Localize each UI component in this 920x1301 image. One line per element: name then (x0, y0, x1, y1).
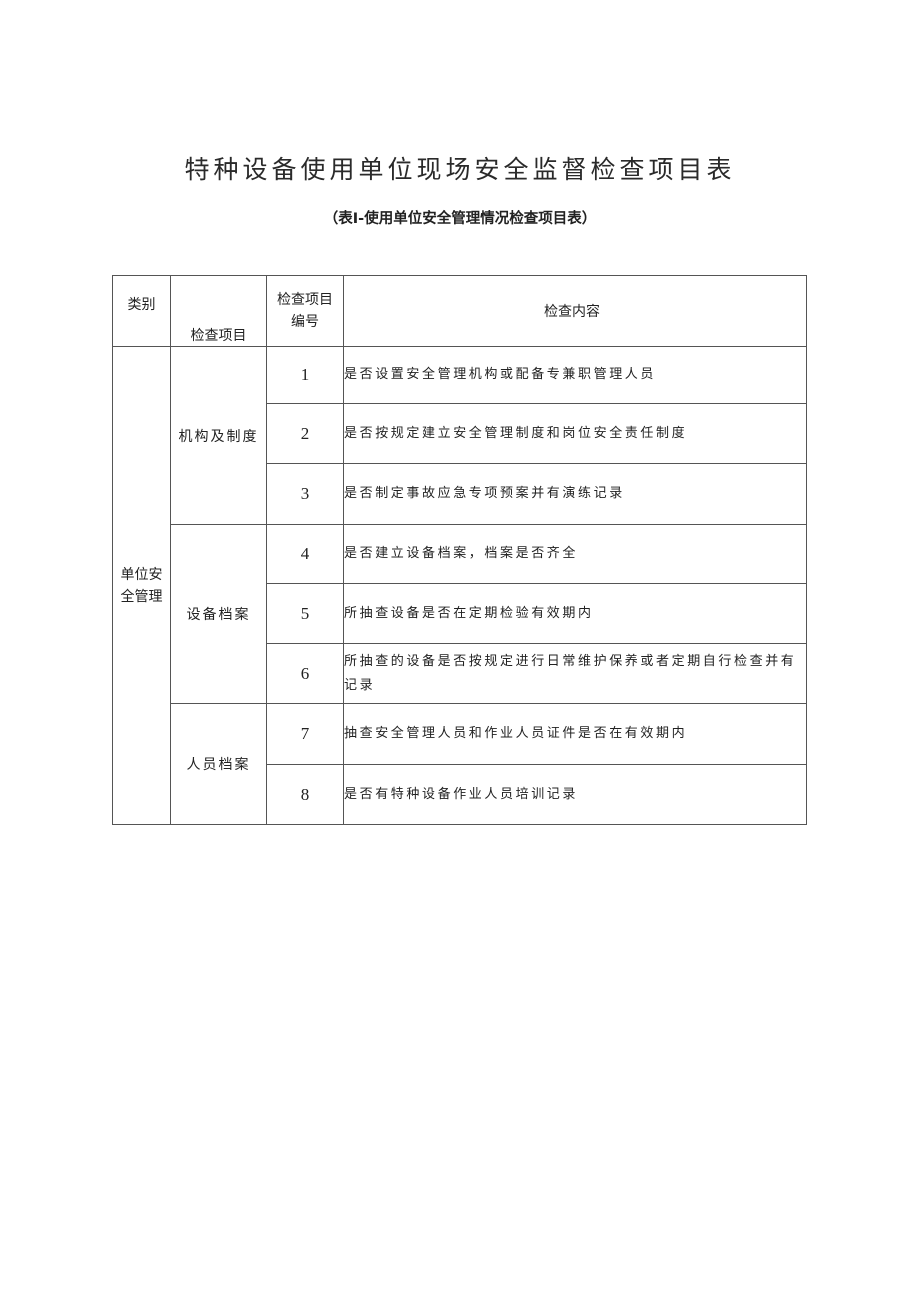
header-number: 检查项目 编号 (266, 275, 344, 347)
header-number-line2: 编号 (291, 314, 319, 330)
table-row: 8 是否有特种设备作业人员培训记录 (113, 764, 807, 825)
content-cell: 所抽查设备是否在定期检验有效期内 (343, 583, 807, 644)
number-cell: 7 (266, 703, 344, 765)
header-item: 检查项目 (170, 275, 267, 347)
number-cell: 1 (266, 346, 344, 404)
inspection-table: 类别 检查项目 检查项目 编号 检查内容 单位安 全管理 机构及制度 1 是否设… (112, 275, 807, 825)
table-row: 人员档案 7 抽查安全管理人员和作业人员证件是否在有效期内 (113, 703, 807, 825)
content-cell: 抽查安全管理人员和作业人员证件是否在有效期内 (343, 703, 807, 765)
table-row: 6 所抽查的设备是否按规定进行日常维护保养或者定期自行检查并有记录 (113, 643, 807, 704)
table-row: 3 是否制定事故应急专项预案并有演练记录 (113, 463, 807, 525)
number-cell: 5 (266, 583, 344, 644)
content-cell: 是否设置安全管理机构或配备专兼职管理人员 (343, 346, 807, 404)
content-cell: 是否建立设备档案，档案是否齐全 (343, 524, 807, 584)
number-cell: 8 (266, 764, 344, 825)
item-cell-organization: 机构及制度 (170, 346, 267, 525)
content-cell: 是否按规定建立安全管理制度和岗位安全责任制度 (343, 403, 807, 464)
category-cell: 单位安 全管理 (112, 346, 171, 825)
table-row: 5 所抽查设备是否在定期检验有效期内 (113, 583, 807, 644)
number-cell: 6 (266, 643, 344, 704)
table-row: 单位安 全管理 机构及制度 1 是否设置安全管理机构或配备专兼职管理人员 (112, 346, 807, 825)
header-category: 类别 (112, 275, 171, 347)
document-title: 特种设备使用单位现场安全监督检查项目表 (184, 155, 736, 184)
category-line2: 全管理 (120, 588, 163, 605)
header-content: 检查内容 (343, 275, 807, 347)
table-header-row: 类别 检查项目 检查项目 编号 检查内容 (112, 275, 807, 347)
content-cell: 是否制定事故应急专项预案并有演练记录 (343, 463, 807, 525)
item-cell-equipment-records: 设备档案 (170, 524, 267, 704)
category-line1: 单位安 (120, 566, 163, 583)
document-subtitle: （表Ⅰ-使用单位安全管理情况检查项目表） (323, 211, 597, 227)
header-number-line1: 检查项目 (277, 292, 333, 308)
number-cell: 4 (266, 524, 344, 584)
content-cell: 是否有特种设备作业人员培训记录 (343, 764, 807, 825)
table-row: 设备档案 4 是否建立设备档案，档案是否齐全 (113, 524, 807, 704)
number-cell: 3 (266, 463, 344, 525)
content-cell: 所抽查的设备是否按规定进行日常维护保养或者定期自行检查并有记录 (343, 643, 807, 704)
item-cell-personnel-records: 人员档案 (170, 703, 267, 825)
number-cell: 2 (266, 403, 344, 464)
